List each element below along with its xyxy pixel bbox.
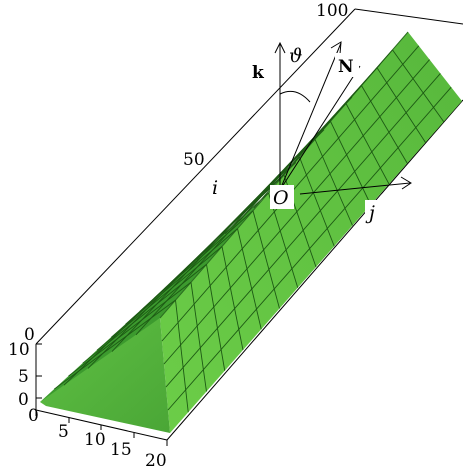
z-tick-0: 0: [18, 390, 29, 410]
surface-mesh: [53, 45, 452, 413]
mesh-line: [68, 281, 192, 377]
j-tick-10: 10: [84, 430, 106, 450]
mesh-line: [392, 49, 445, 123]
mesh-line: [167, 86, 452, 411]
mesh-line: [221, 246, 244, 351]
i-tick-100: 100: [316, 1, 348, 21]
n-guide-line: [279, 65, 361, 191]
k-label: k: [252, 63, 265, 83]
n-label-box: [335, 53, 359, 77]
mesh-line: [299, 156, 335, 247]
z-tick-10: 10: [8, 340, 30, 360]
mesh-line: [163, 59, 430, 365]
z-tick-5: 5: [18, 367, 29, 387]
surface-right-face: [160, 32, 462, 433]
j-tick-0: 0: [28, 406, 39, 426]
n-vector: [279, 42, 342, 191]
bounding-box: [35, 8, 463, 441]
origin-label-box: [270, 185, 294, 209]
angle-arc: [279, 90, 311, 103]
mesh-line: [175, 300, 189, 413]
axis-label-j: j: [365, 202, 375, 224]
mesh-line: [82, 264, 207, 364]
j-tick-15: 15: [110, 440, 132, 460]
surface-front-end: [40, 318, 170, 433]
mesh-line: [165, 73, 441, 388]
mesh-line: [314, 139, 353, 226]
vector-annotations: k ϑ N O: [250, 41, 412, 209]
mesh-line: [376, 67, 426, 143]
mesh-line: [330, 121, 372, 205]
origin-j-arrowhead: [400, 176, 412, 190]
z-axis-ticks: [36, 343, 42, 399]
n-vector-arrowhead: [330, 41, 342, 55]
k-label-box: [250, 59, 268, 83]
origin-label: O: [273, 187, 289, 209]
j-tick-5: 5: [58, 422, 69, 442]
mesh-line: [135, 64, 381, 336]
axis-label-i: i: [212, 177, 218, 199]
j-axis-ticks: [35, 410, 168, 446]
mesh-line: [53, 299, 176, 390]
i-tick-50: 50: [183, 150, 205, 170]
angle-label: ϑ: [289, 45, 303, 67]
k-vector-arrowhead: [274, 41, 286, 54]
mesh-line: [361, 85, 408, 164]
mesh-line: [190, 282, 207, 392]
axis-label-j-box: [365, 200, 382, 226]
mesh-line: [63, 162, 297, 386]
n-label: N: [338, 57, 354, 77]
mesh-line: [345, 103, 390, 185]
tick-labels: 0 50 100 10 5 0 0 5 10 15 20: [8, 1, 348, 469]
ridge-surface: [40, 31, 462, 433]
mesh-line: [237, 228, 262, 330]
i-tick-0: 0: [24, 325, 35, 345]
mesh-line: [206, 264, 226, 371]
mesh-line: [252, 210, 280, 309]
origin-j-direction: [299, 182, 411, 195]
j-tick-20: 20: [145, 451, 167, 469]
